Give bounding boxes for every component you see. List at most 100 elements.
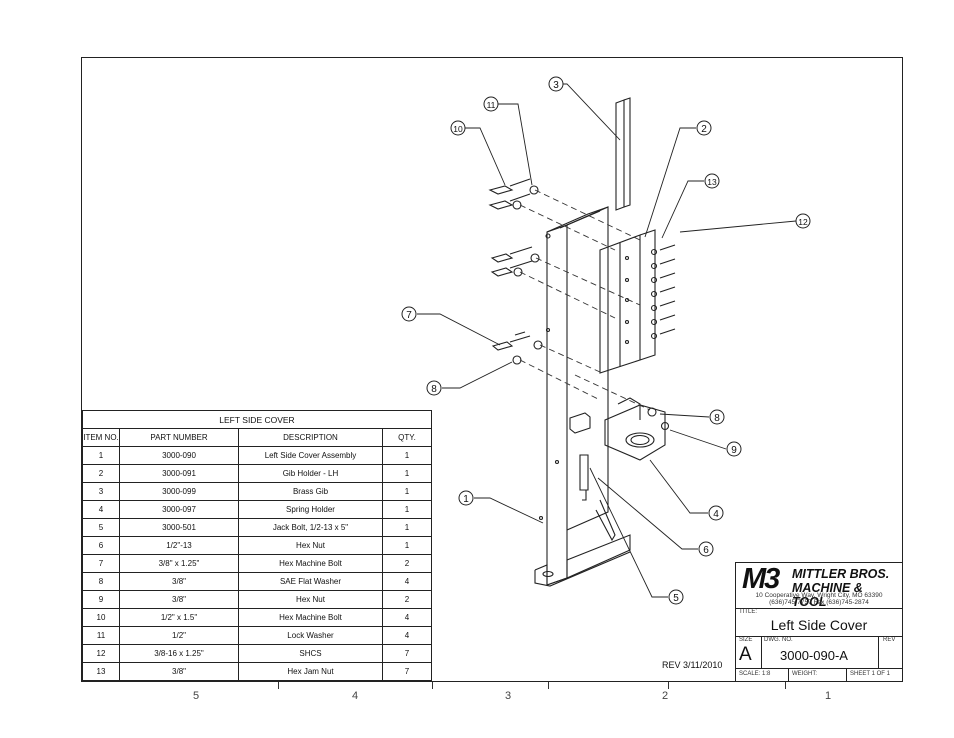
balloon-6: [698, 541, 714, 557]
company-name-line2: MACHINE & TOOL: [792, 581, 863, 609]
zone-label: 3: [505, 690, 512, 702]
bom-cell-part: 3000-099: [119, 482, 239, 501]
bom-cell-qty: 7: [382, 644, 432, 663]
bom-cell-part: 1/2"-13: [119, 536, 239, 555]
jack-bolt: [579, 454, 589, 491]
rev-label: REV: [883, 637, 896, 643]
title-block-divider: [878, 636, 879, 668]
bom-cell-qty: 2: [382, 554, 432, 573]
bom-header-desc: DESCRIPTION: [238, 428, 383, 447]
balloon-13: [704, 173, 720, 189]
company-name-line1: MITTLER BROS.: [792, 567, 890, 581]
bom-header-part: PART NUMBER: [119, 428, 239, 447]
balloon-7: [401, 306, 417, 322]
balloon-9: [726, 441, 742, 457]
bom-cell-desc: Hex Nut: [238, 590, 383, 609]
balloon-label: 12: [798, 217, 808, 227]
title-block-divider: [761, 636, 762, 668]
balloon-label: 2: [701, 124, 707, 135]
bom-cell-item: 3: [82, 482, 120, 501]
bom-header-item: ITEM NO.: [82, 428, 120, 447]
bom-header-qty: QTY.: [382, 428, 432, 447]
bom-cell-desc: Jack Bolt, 1/2-13 x 5": [238, 518, 383, 537]
zone-label: 5: [193, 690, 200, 702]
size-label: SIZE: [739, 637, 753, 643]
title-block: M3 MITTLER BROS. MACHINE & TOOL 10 Coope…: [735, 562, 903, 682]
bom-title: LEFT SIDE COVER: [82, 410, 432, 429]
bom-cell-desc: Hex Machine Bolt: [238, 608, 383, 627]
bom-cell-qty: 4: [382, 572, 432, 591]
bom-cell-item: 5: [82, 518, 120, 537]
bom-cell-item: 7: [82, 554, 120, 573]
bom-cell-item: 10: [82, 608, 120, 627]
title-block-divider: [736, 668, 902, 669]
balloon-5: [668, 589, 684, 605]
revision-date: REV 3/11/2010: [662, 660, 723, 670]
weight: WEIGHT:: [792, 671, 817, 677]
bill-of-materials: LEFT SIDE COVER ITEM NO. PART NUMBER DES…: [82, 410, 432, 681]
bom-cell-item: 11: [82, 626, 120, 645]
bom-cell-desc: SHCS: [238, 644, 383, 663]
address-line1: 10 Cooperative Way, Wright City, MO 6339…: [755, 592, 883, 599]
cover-top-edge: [546, 206, 609, 233]
balloon-label: 3: [553, 80, 559, 91]
bom-cell-desc: Hex Nut: [238, 536, 383, 555]
bom-cell-item: 12: [82, 644, 120, 663]
zone-label: 2: [662, 690, 669, 702]
bom-cell-part: 3/8-16 x 1.25": [119, 644, 239, 663]
dwg-no-label: DWG. NO.: [764, 637, 793, 643]
title-block-divider: [788, 668, 789, 682]
title-block-divider: [736, 608, 902, 609]
balloon-11: [483, 96, 499, 112]
bom-cell-item: 13: [82, 662, 120, 681]
balloon-label: 6: [703, 545, 709, 556]
hex-nut-block: [569, 412, 591, 434]
bom-cell-item: 9: [82, 590, 120, 609]
bom-cell-qty: 1: [382, 482, 432, 501]
bom-cell-qty: 1: [382, 500, 432, 519]
title-block-divider: [846, 668, 847, 682]
title-label: TITLE:: [739, 609, 758, 615]
brass-gib: [615, 99, 625, 211]
bom-cell-desc: Left Side Cover Assembly: [238, 446, 383, 465]
shcs-column: [650, 244, 676, 340]
bom-cell-part: 3000-501: [119, 518, 239, 537]
bom-cell-qty: 1: [382, 464, 432, 483]
balloon-8-right: [709, 409, 725, 425]
sheet-count: SHEET 1 OF 1: [850, 671, 890, 677]
bom-cell-qty: 1: [382, 446, 432, 465]
bom-cell-item: 4: [82, 500, 120, 519]
balloon-label: 10: [453, 124, 463, 134]
zone-label: 1: [825, 690, 832, 702]
balloon-label: 4: [713, 509, 719, 520]
balloon-label: 5: [673, 593, 679, 604]
bom-cell-desc: Lock Washer: [238, 626, 383, 645]
balloon-12: [795, 213, 811, 229]
address-line2: (636)745-7757 Fax (636)745-2874: [769, 599, 869, 606]
bom-cell-desc: SAE Flat Washer: [238, 572, 383, 591]
bom-cell-qty: 7: [382, 662, 432, 681]
balloon-label: 8: [431, 384, 437, 395]
bom-cell-part: 1/2": [119, 626, 239, 645]
bom-cell-item: 2: [82, 464, 120, 483]
bom-cell-qty: 1: [382, 518, 432, 537]
cover-base-foot: [534, 534, 631, 586]
balloon-label: 13: [707, 177, 717, 187]
sheet-size: A: [739, 644, 752, 665]
bom-cell-qty: 2: [382, 590, 432, 609]
